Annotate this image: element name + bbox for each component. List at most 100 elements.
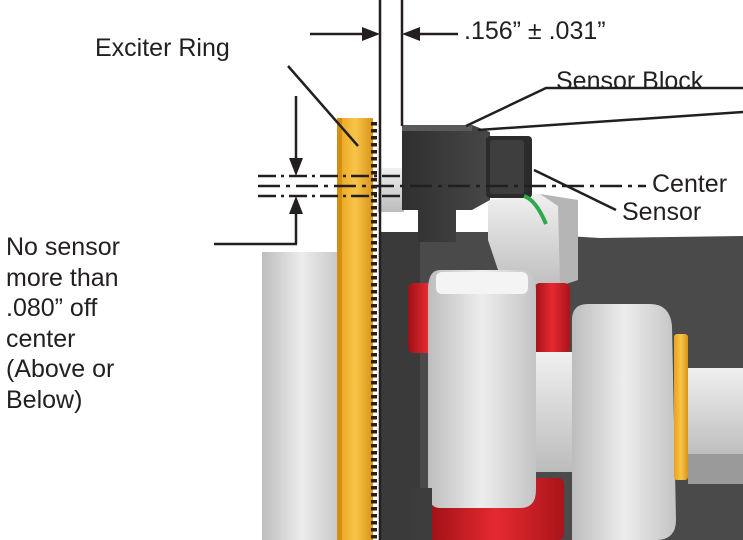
- lower-bracket: [410, 488, 432, 540]
- exciter-ring-tooth: [371, 213, 377, 217]
- axle: [688, 368, 743, 458]
- note-line: (Above or: [6, 355, 115, 383]
- exciter-ring-tooth: [371, 374, 377, 378]
- exciter-ring-tooth: [371, 262, 377, 266]
- sensor-wire: [523, 194, 548, 225]
- exciter-ring-body: [337, 118, 373, 540]
- gap-arrowhead-right: [402, 27, 420, 41]
- off-center-note: No sensor more than .080” off center (Ab…: [6, 232, 166, 415]
- exciter-ring-tooth: [371, 402, 377, 406]
- exciter-ring-tooth: [371, 472, 377, 476]
- exciter-ring-tooth: [371, 234, 377, 238]
- axle-end: [688, 454, 743, 484]
- exciter-ring-tooth: [371, 325, 377, 329]
- exciter-ring-tooth: [371, 136, 377, 140]
- caliper-body-highlight: [436, 272, 528, 294]
- note-line: center: [6, 324, 76, 353]
- sensor-block-leader-1: [465, 86, 743, 128]
- exciter-ring-tooth: [371, 528, 377, 532]
- exciter-ring-tooth: [371, 395, 377, 399]
- exciter-ring-tooth: [371, 535, 377, 539]
- exciter-ring-tooth: [371, 332, 377, 336]
- exciter-ring-tooth: [371, 514, 377, 518]
- exciter-ring-tooth: [371, 444, 377, 448]
- note-line: Below): [6, 385, 83, 414]
- sensor-block-top: [402, 125, 472, 131]
- exciter-ring-tooth: [371, 465, 377, 469]
- bracket-arm-edge: [540, 194, 578, 286]
- sensor-head-face: [490, 140, 524, 194]
- piston-red-right: [534, 283, 570, 353]
- exciter-ring-tooth: [371, 423, 377, 427]
- exciter-ring-tooth: [371, 318, 377, 322]
- hub-assembly: [262, 194, 743, 540]
- exciter-ring-tooth: [371, 381, 377, 385]
- exciter-ring-tooth: [371, 178, 377, 182]
- exciter-ring-tooth: [371, 521, 377, 525]
- sensor-block-leader-2: [477, 110, 743, 132]
- tolerance-arrowhead-bottom: [289, 196, 303, 214]
- exciter-ring-tooth: [371, 241, 377, 245]
- exciter-ring-tooth: [371, 206, 377, 210]
- exciter-ring-tooth: [371, 143, 377, 147]
- exciter-ring: [337, 118, 377, 540]
- exciter-ring-edge: [337, 118, 342, 540]
- exciter-ring-tooth: [371, 290, 377, 294]
- exciter-ring-tooth: [371, 269, 377, 273]
- exciter-ring-tooth: [371, 437, 377, 441]
- exciter-ring-tooth: [371, 227, 377, 231]
- hub-left-face: [262, 252, 342, 540]
- note-line: .080” off: [6, 294, 98, 322]
- bracket-arm: [488, 194, 578, 292]
- exciter-ring-tooth: [371, 451, 377, 455]
- exciter-ring-tooth: [371, 493, 377, 497]
- exciter-ring-tooth: [371, 157, 377, 161]
- spacer-light: [536, 352, 572, 472]
- gap-arrowhead-left: [362, 27, 380, 41]
- hub-right: [572, 304, 676, 540]
- exciter-ring-tooth: [371, 500, 377, 504]
- sensor-stud: [378, 168, 404, 212]
- caliper-body: [428, 270, 536, 508]
- exciter-ring-tooth: [371, 199, 377, 203]
- exciter-ring-tooth: [371, 297, 377, 301]
- exciter-ring-tooth: [371, 479, 377, 483]
- exciter-ring-tooth: [371, 220, 377, 224]
- exciter-ring-label: Exciter Ring: [95, 34, 230, 62]
- exciter-ring-tooth: [371, 360, 377, 364]
- center-label: Center: [652, 170, 728, 198]
- hub-gold-ring: [674, 334, 688, 480]
- exciter-ring-tooth: [371, 507, 377, 511]
- exciter-ring-tooth: [371, 430, 377, 434]
- exciter-ring-tooth: [371, 353, 377, 357]
- exciter-ring-tooth: [371, 129, 377, 133]
- exciter-ring-tooth: [371, 192, 377, 196]
- exciter-ring-leader: [287, 65, 359, 147]
- exciter-ring-tooth: [371, 339, 377, 343]
- exciter-ring-tooth: [371, 416, 377, 420]
- arrow-heads: [289, 27, 420, 214]
- note-line: more than: [6, 263, 119, 292]
- exciter-ring-tooth: [371, 255, 377, 259]
- annotation-lines: [214, 0, 743, 540]
- sensor-label: Sensor: [622, 198, 702, 226]
- sensor-block-label: Sensor Block: [556, 67, 704, 95]
- exciter-ring-tooth: [371, 304, 377, 308]
- exciter-ring-tooth: [371, 276, 377, 280]
- note-line: No sensor: [6, 233, 120, 261]
- exciter-ring-tooth: [371, 311, 377, 315]
- exciter-ring-tooth: [371, 171, 377, 175]
- exciter-ring-tooth: [371, 150, 377, 154]
- sensor-block-body: [402, 125, 490, 242]
- sensor-leader: [533, 168, 617, 212]
- exciter-ring-tooth: [371, 409, 377, 413]
- gap-tolerance-label: .156” ± .031”: [464, 17, 606, 45]
- exciter-ring-tooth: [371, 122, 377, 126]
- exciter-ring-tooth: [371, 164, 377, 168]
- exciter-ring-tooth: [371, 283, 377, 287]
- exciter-ring-tooth: [371, 458, 377, 462]
- exciter-ring-tooth: [371, 367, 377, 371]
- tolerance-arrowhead-top: [289, 158, 303, 176]
- exciter-ring-tooth: [371, 248, 377, 252]
